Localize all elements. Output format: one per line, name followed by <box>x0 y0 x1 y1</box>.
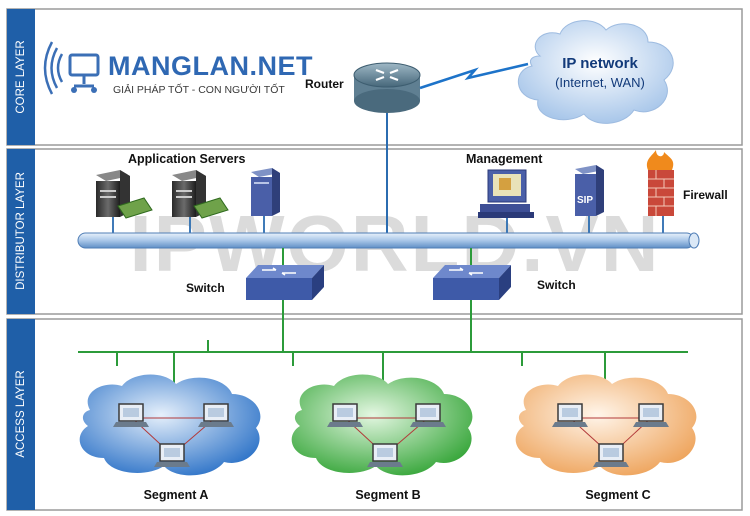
segment-a-cloud <box>79 374 261 476</box>
logo: MANGLAN.NET GIẢI PHÁP TỐT - CON NGƯỜI TỐ… <box>43 41 313 96</box>
management-label: Management <box>466 152 543 166</box>
switch-right-label: Switch <box>537 278 576 292</box>
app-servers-label: Application Servers <box>128 152 245 166</box>
wifi-monitor-icon <box>43 41 100 95</box>
segment-a-label: Segment A <box>144 488 209 502</box>
access-layer-label: ACCESS LAYER <box>15 370 27 457</box>
laptop-icon <box>410 403 446 427</box>
laptop-icon <box>327 403 363 427</box>
laptop-icon <box>552 403 588 427</box>
router-icon <box>353 62 421 113</box>
app-server-icon <box>172 170 229 219</box>
management-workstation-icon <box>478 169 534 218</box>
cloud-subtitle: (Internet, WAN) <box>555 75 645 90</box>
server-connectors <box>112 216 664 233</box>
wan-link <box>419 62 529 90</box>
ip-network-cloud <box>517 20 674 124</box>
segment-b-cloud <box>291 374 473 476</box>
laptop-icon <box>113 403 149 427</box>
segment-c-cloud <box>515 374 697 476</box>
segment-b-label: Segment B <box>355 488 420 502</box>
server-tower-icon <box>251 168 280 216</box>
switch-uplinks <box>282 248 472 265</box>
sip-label: SIP <box>577 195 593 206</box>
laptop-icon <box>198 403 234 427</box>
distributor-layer-panel <box>6 148 743 315</box>
switch-right-icon <box>433 265 511 300</box>
segment-c-label: Segment C <box>585 488 650 502</box>
backbone-bus <box>77 232 700 249</box>
router-label: Router <box>305 77 344 91</box>
switch-left-icon <box>246 265 324 300</box>
switch-left-label: Switch <box>186 281 225 295</box>
laptop-icon <box>154 443 190 467</box>
laptop-icon <box>633 403 669 427</box>
distributor-layer-label: DISTRIBUTOR LAYER <box>15 172 27 290</box>
laptop-icon <box>367 443 403 467</box>
firewall-icon <box>646 150 674 216</box>
logo-tagline: GIẢI PHÁP TỐT - CON NGƯỜI TỐT <box>113 82 285 96</box>
logo-name: MANGLAN.NET <box>108 51 313 81</box>
laptop-icon <box>593 443 629 467</box>
firewall-label: Firewall <box>683 188 728 202</box>
sip-server-icon: SIP <box>575 165 604 216</box>
app-server-icon <box>96 170 153 219</box>
core-layer-label: CORE LAYER <box>15 40 27 113</box>
cloud-title: IP network <box>562 55 638 72</box>
